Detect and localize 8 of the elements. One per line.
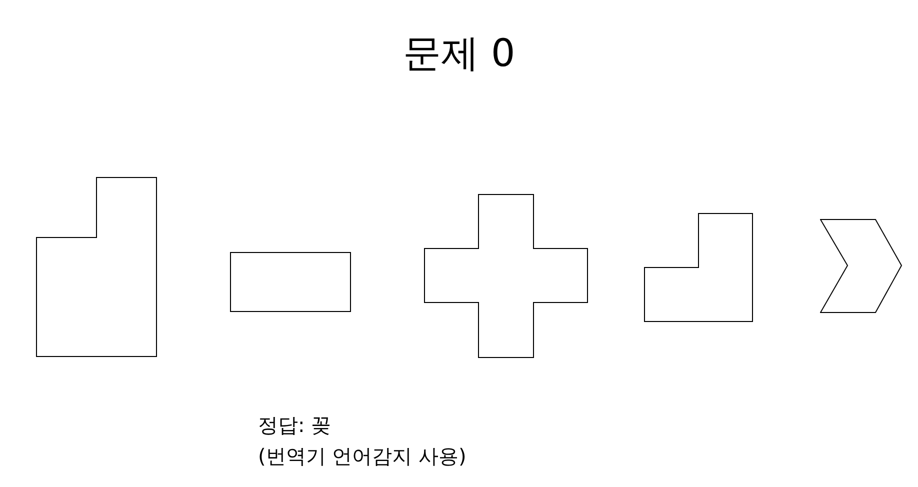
- l-shape: [36, 177, 157, 357]
- rectangle-shape: [230, 252, 351, 312]
- chevron-shape: [820, 219, 902, 313]
- cross-shape: [424, 194, 588, 358]
- l-shape: [644, 213, 753, 322]
- note-text: (번역기 언어감지 사용): [258, 443, 466, 470]
- answer-text: 정답: 꽂: [258, 412, 332, 439]
- title: 문제 0: [402, 30, 516, 77]
